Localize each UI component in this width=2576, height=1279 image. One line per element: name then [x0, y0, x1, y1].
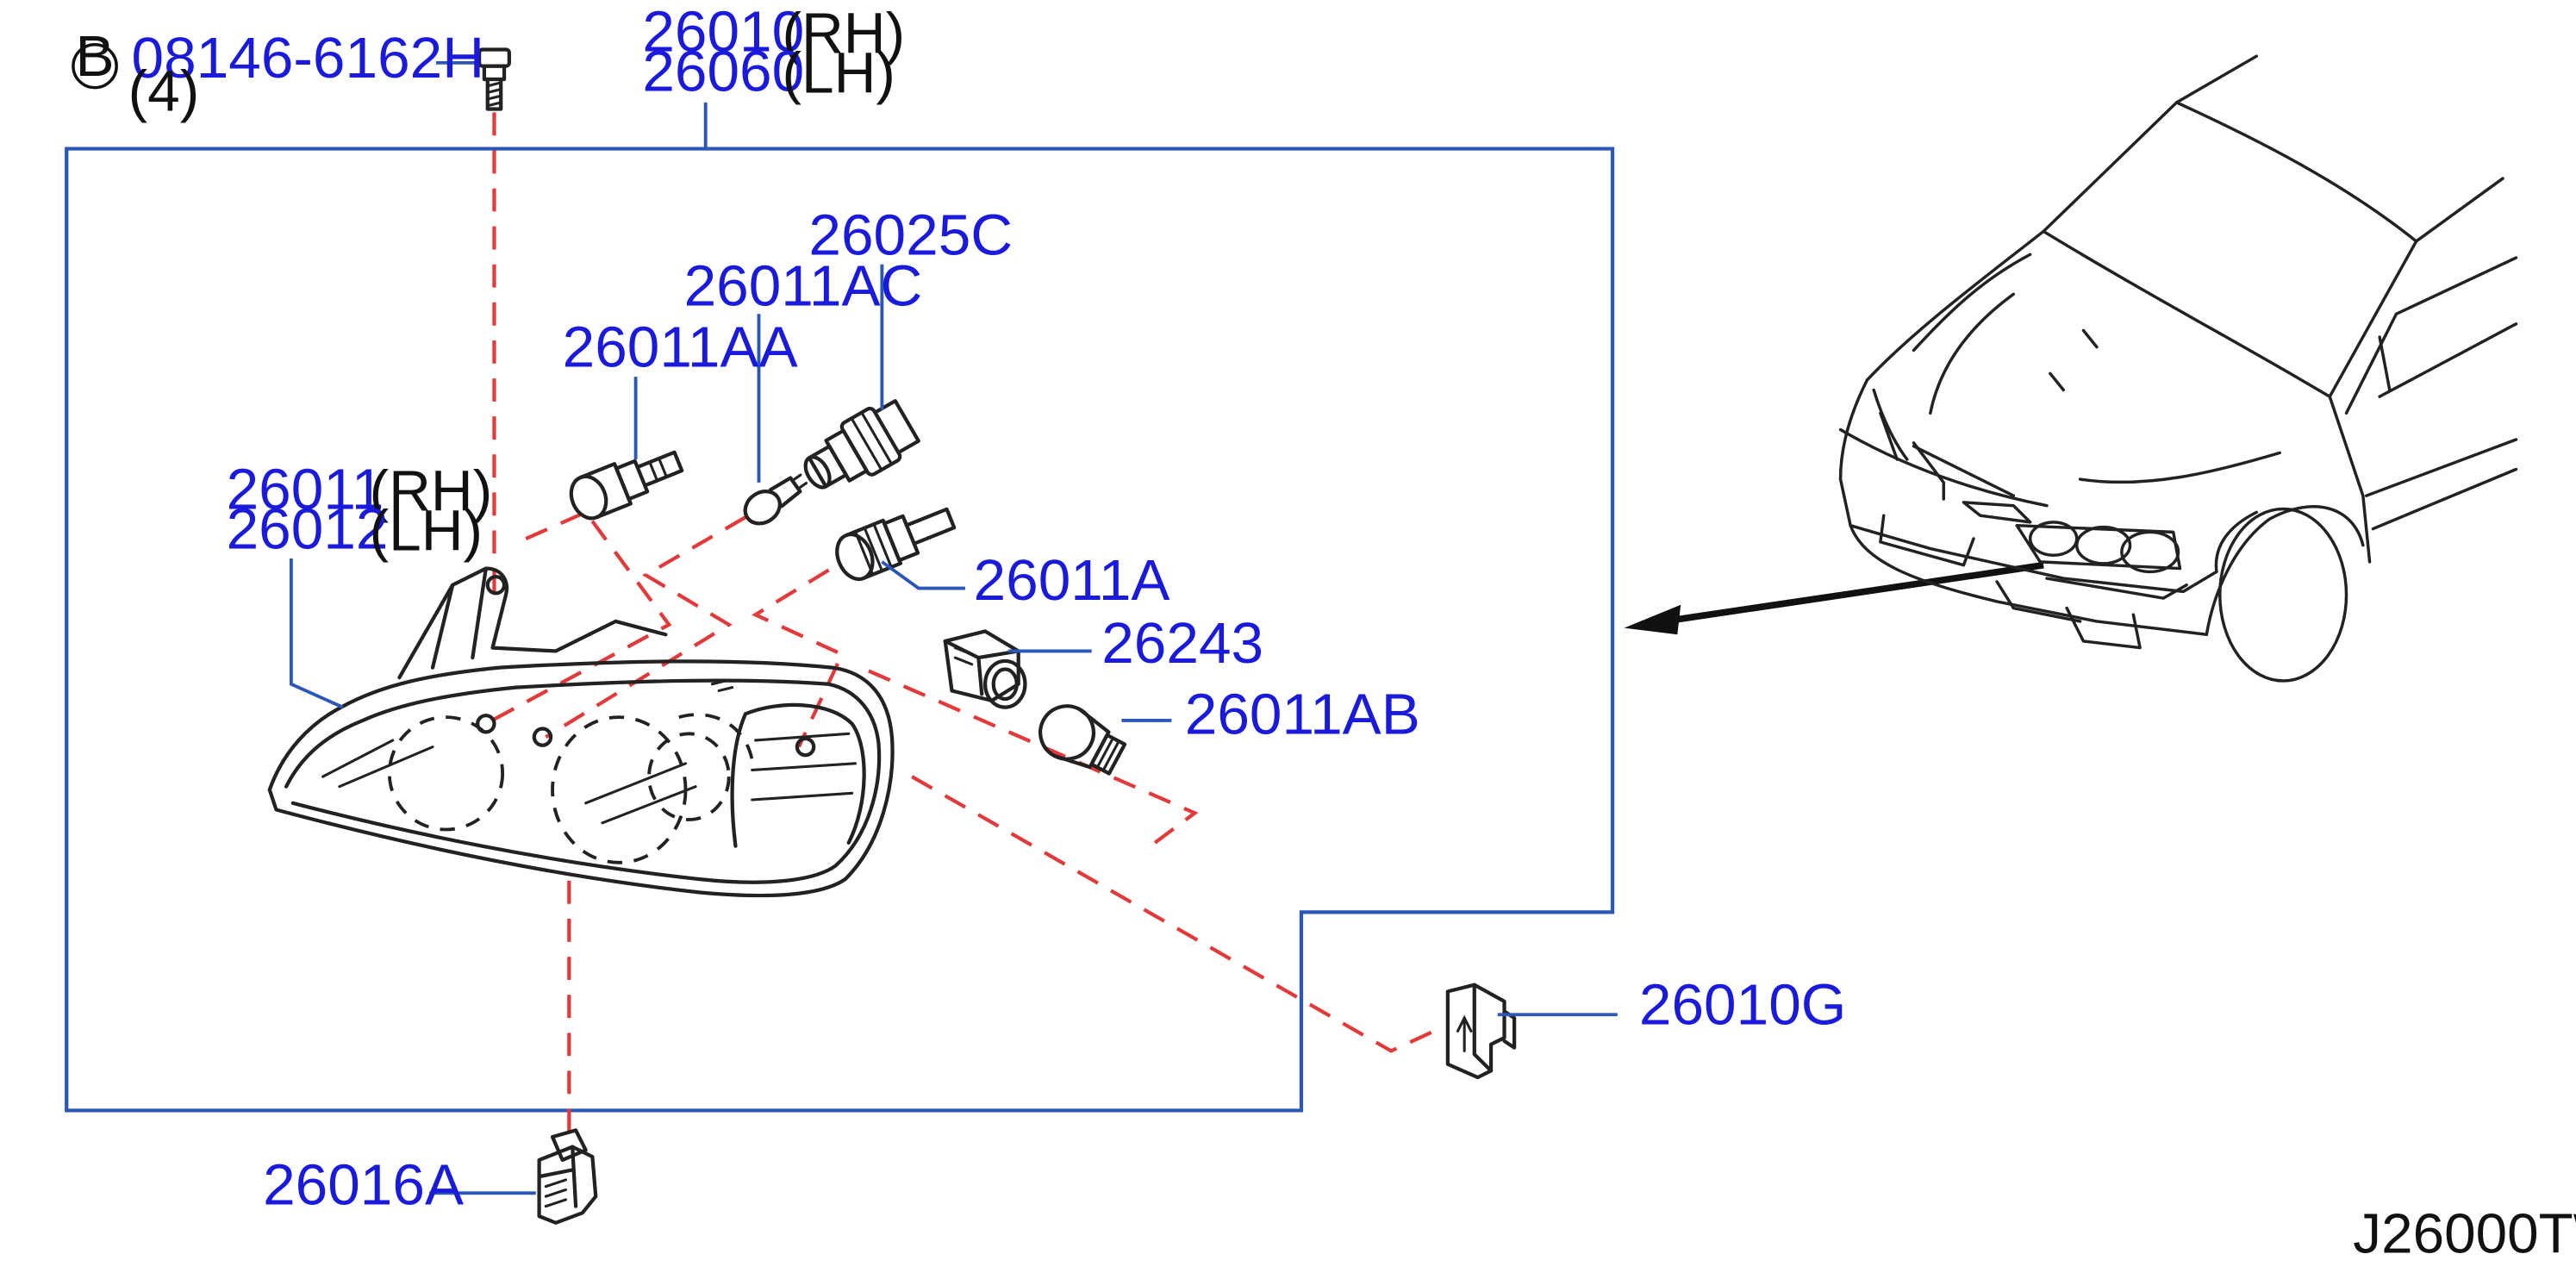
diagram-code: J26000TW — [2353, 1202, 2576, 1265]
socket-26243-label[interactable]: 26243 — [1101, 611, 1263, 676]
bracket-26016a-icon[interactable] — [537, 1128, 598, 1225]
housing-rh-tag: (RH) — [370, 459, 493, 524]
bulb-26011a-label[interactable]: 26011A — [974, 548, 1170, 613]
housing-leader — [289, 558, 344, 709]
socket-26025c-label[interactable]: 26025C — [808, 203, 1013, 267]
bulb-26011ab-icon[interactable] — [1031, 696, 1129, 782]
assembly-lh-tag: (LH) — [783, 41, 895, 106]
socket-26243-icon[interactable] — [943, 629, 1027, 709]
location-arrow — [1624, 561, 2044, 635]
bulb-26011ab-label[interactable]: 26011AB — [1185, 682, 1420, 746]
assembly-rh-tag: (RH) — [783, 2, 906, 66]
assembly-lh-number[interactable]: 26060 — [642, 40, 804, 104]
assembly-rh-number[interactable]: 26010 — [642, 0, 804, 64]
housing-lh-tag: (LH) — [370, 499, 483, 564]
bulb-26011a-icon[interactable] — [831, 497, 959, 584]
clip-26010g-label[interactable]: 26010G — [1639, 973, 1846, 1038]
clip-26010g-icon[interactable] — [1445, 983, 1517, 1080]
bolt-part-number[interactable]: 08146-6162H — [132, 26, 484, 90]
housing-rh-number[interactable]: 26011 — [227, 458, 384, 522]
bolt-quantity: (4) — [128, 59, 200, 124]
headlamp-housing-drawing[interactable] — [267, 566, 895, 898]
bulb-26011aa-label[interactable]: 26011AA — [563, 315, 798, 380]
phantom-lines — [484, 112, 1443, 1149]
bolt-badge-circle — [72, 43, 118, 90]
bulb-26011aa-icon[interactable] — [565, 441, 687, 523]
bolt-badge-letter: B — [76, 24, 115, 89]
vehicle-sketch — [1838, 54, 2518, 683]
bulb-26011ac-icon[interactable] — [739, 467, 812, 530]
bracket-26016a-label[interactable]: 26016A — [263, 1153, 464, 1218]
bolt-icon[interactable] — [477, 47, 511, 111]
assembly-frame — [65, 147, 1615, 1113]
housing-lh-number[interactable]: 26012 — [227, 497, 389, 562]
bulb-26011ac-label[interactable]: 26011AC — [684, 254, 923, 319]
socket-26025c-icon[interactable] — [794, 396, 921, 503]
bulb-26011a-leader — [881, 560, 965, 590]
